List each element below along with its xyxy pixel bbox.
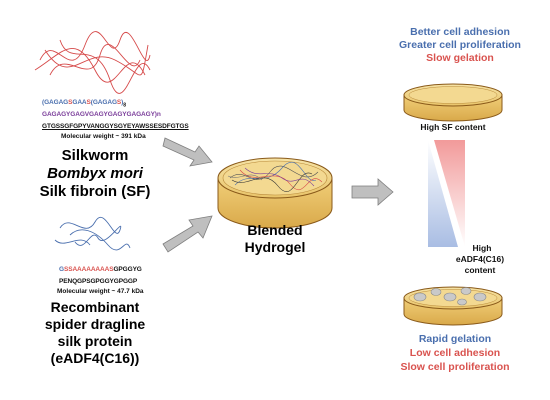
silk-fibroin-label: Silk fibroin (SF): [39, 183, 151, 200]
low-cell-adhesion-text: Low cell adhesion: [409, 347, 501, 359]
spider-sequence-line-1: GSSAAAAAAAASGPGGYG: [59, 266, 142, 273]
arrow-to-hydrogel-bottom: [162, 215, 213, 253]
eadf4-label: (eADF4(C16)): [50, 350, 140, 366]
eadf4-content-label: eADF4(C16): [455, 254, 505, 264]
recombinant-label: Recombinant: [50, 299, 140, 315]
silkworm-label: Silkworm: [61, 147, 129, 164]
high-sf-dish: [403, 83, 503, 122]
sf-sequence-line-1: (GAGAGSGAAS(GAGAGS)8: [42, 99, 126, 109]
spider-sequence-line-2: PENQGPSGPGGYGPGGP: [59, 278, 138, 285]
high-label: High: [472, 243, 492, 253]
arrow-to-hydrogel-top: [162, 137, 213, 167]
cells: [413, 287, 487, 306]
high-sf-content-label: High SF content: [420, 122, 486, 132]
spider-molecular-weight: Molecular weight ~ 47.7 kDa: [57, 288, 144, 295]
slow-proliferation-text: Slow cell proliferation: [400, 361, 510, 373]
silk-protein-label: silk protein: [57, 333, 133, 349]
rapid-gelation-text: Rapid gelation: [418, 333, 492, 345]
high-eadf4-dish: [403, 286, 503, 326]
hydrogel-label: Hydrogel: [244, 239, 306, 255]
spider-dragline-label: spider dragline: [44, 316, 146, 332]
bombyx-mori-label: Bombyx mori: [47, 165, 143, 182]
silk-fibroin-fiber-illustration: [34, 31, 151, 94]
blended-label: Blended: [247, 222, 303, 238]
greater-proliferation-text: Greater cell proliferation: [399, 39, 521, 51]
spider-silk-fiber-illustration: [54, 217, 131, 251]
composition-gradient-wedges: [428, 140, 465, 247]
better-cell-adhesion-text: Better cell adhesion: [410, 26, 510, 38]
sf-molecular-weight: Molecular weight ~ 391 kDa: [61, 133, 146, 140]
sf-sequence-line-3: GTGSSGFGPYVANGGYSGYEYAWSSESDFGTGS: [42, 123, 189, 130]
hydrogel-dish: [217, 157, 333, 229]
arrow-to-outcomes: [351, 178, 394, 206]
sf-sequence-line-2: GAGAGYGAGVGAGYGAGYGAGAGY)n: [42, 111, 161, 118]
content-label: content: [464, 265, 496, 275]
slow-gelation-text: Slow gelation: [426, 52, 494, 64]
